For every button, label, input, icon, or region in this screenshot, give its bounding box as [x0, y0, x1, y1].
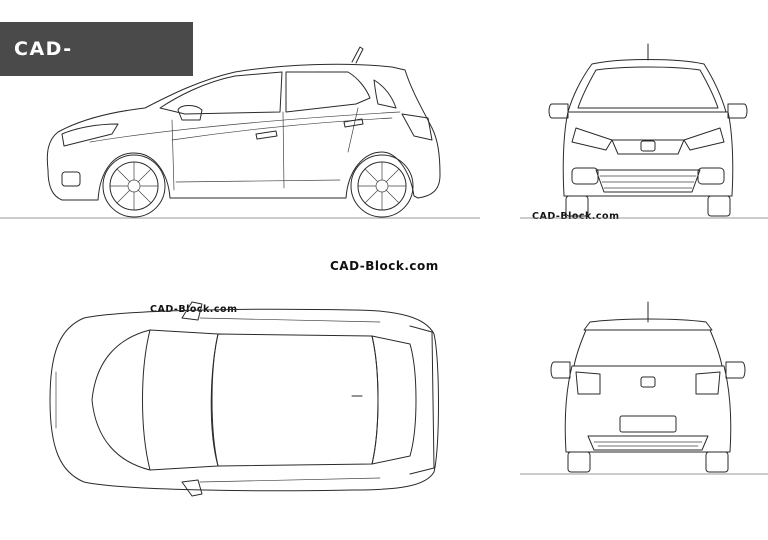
front-cabin: [567, 59, 727, 113]
top-right-roof-rail: [199, 477, 381, 483]
rear-right-mirror: [725, 361, 746, 379]
side-rear-door-handle: [343, 118, 364, 128]
rear-right-tail-lamp: [695, 371, 721, 395]
side-front-door-edge: [171, 119, 175, 191]
side-quarter-window: [373, 79, 397, 109]
top-rear-window: [371, 335, 417, 465]
top-view: [49, 301, 439, 497]
side-front-wheel: [102, 154, 166, 218]
side-mirror: [177, 105, 203, 121]
front-right-tire: [707, 195, 731, 217]
top-hood: [91, 329, 151, 471]
front-right-fog-lamp: [697, 167, 725, 185]
watermark-center: CAD-Block.com: [330, 259, 439, 273]
front-left-fog-lamp: [571, 167, 599, 185]
side-front-door-handle: [255, 130, 278, 140]
top-body-outline: [49, 308, 439, 492]
top-left-roof-rail: [199, 317, 381, 323]
side-tail-lamp: [401, 113, 433, 141]
rear-left-tire: [567, 451, 591, 473]
front-left-headlight: [571, 127, 613, 151]
rear-left-tail-lamp: [575, 371, 601, 395]
front-left-tire: [565, 195, 589, 217]
front-grille-mesh: [599, 175, 697, 189]
side-view: [0, 46, 480, 219]
front-windshield: [577, 66, 719, 109]
front-upper-grille: [611, 139, 685, 155]
rear-view: [520, 301, 768, 475]
logo-badge: CAD-Block.com: [0, 22, 193, 114]
side-shoulder-line: [89, 111, 401, 143]
front-lower-grille: [595, 169, 701, 193]
rear-honda-emblem: [640, 376, 656, 388]
front-right-mirror: [727, 103, 748, 119]
front-body: [562, 111, 734, 197]
side-antenna: [351, 46, 364, 64]
side-headlight: [61, 123, 119, 147]
rear-license-plate: [619, 415, 677, 433]
rear-window: [573, 329, 723, 367]
front-honda-emblem: [640, 140, 656, 152]
top-roof: [211, 333, 379, 467]
side-body-outline: [46, 63, 441, 201]
front-view: [520, 43, 768, 219]
side-rear-wheel: [350, 154, 414, 218]
rear-diffuser-mesh: [593, 441, 703, 447]
side-front-window: [159, 71, 283, 115]
rear-right-tire: [705, 451, 729, 473]
side-sill-line: [175, 179, 341, 183]
side-rear-door-edge: [347, 107, 359, 153]
rear-body: [564, 365, 732, 453]
front-right-headlight: [683, 127, 725, 151]
side-belt-line: [171, 117, 393, 141]
top-windshield: [142, 329, 219, 471]
side-door-split: [282, 111, 285, 189]
top-spoiler: [409, 325, 435, 475]
top-left-mirror: [181, 301, 203, 321]
front-left-mirror: [548, 103, 569, 119]
rear-diffuser: [587, 435, 709, 451]
top-right-mirror: [181, 479, 203, 497]
watermark-top-view: CAD-Block.com: [150, 304, 238, 315]
side-fog-lamp: [61, 171, 81, 187]
side-rear-window: [285, 71, 371, 113]
rear-left-mirror: [550, 361, 571, 379]
rear-spoiler: [583, 318, 713, 331]
